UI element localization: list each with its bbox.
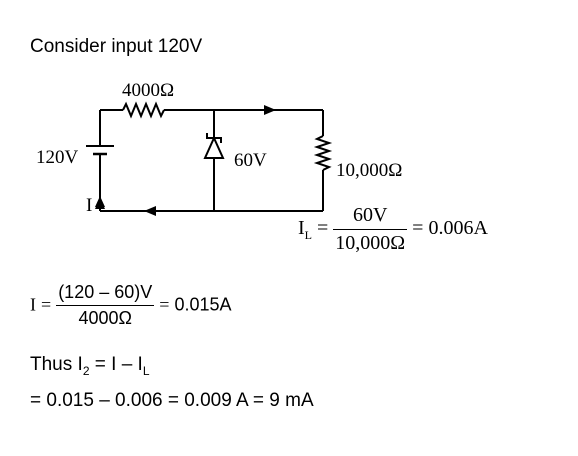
intro-text: Consider input 120V <box>30 36 203 57</box>
current-arrow <box>95 196 105 207</box>
label-4000ohm: 4000Ω <box>122 80 174 101</box>
i-eq1: = <box>41 294 52 315</box>
label-60v: 60V <box>234 150 267 171</box>
thus-line: Thus I2 = I – IL <box>30 354 150 378</box>
final-line: = 0.015 – 0.006 = 0.009 A = 9 mA <box>30 390 314 411</box>
i-numerator: (120 – 60)V <box>58 282 153 302</box>
i-eq2: = <box>159 294 170 315</box>
il-lhs: I <box>298 217 305 240</box>
thus-sub-2: 2 <box>82 363 90 378</box>
label-10000ohm: 10,000Ω <box>336 160 402 181</box>
label-120v: 120V <box>36 147 79 168</box>
il-denominator: 10,000Ω <box>333 229 408 255</box>
arrow-top <box>264 105 276 115</box>
il-eq2: = <box>412 217 424 240</box>
thus-prefix: Thus I <box>30 354 83 375</box>
series-resistor <box>122 101 165 119</box>
load-resistor <box>313 135 333 171</box>
i-equation: I = (120 – 60)V 4000Ω = 0.015A <box>30 282 232 329</box>
il-eq1: = <box>317 217 329 240</box>
i-result: 0.015A <box>174 294 232 315</box>
il-result: 0.006A <box>428 217 488 240</box>
thus-mid: = I – I <box>89 354 143 375</box>
il-fraction: 60V 10,000Ω <box>333 204 408 255</box>
il-lhs-sub: L <box>304 228 313 243</box>
i-denominator: 4000Ω <box>56 305 155 329</box>
thus-sub-l: L <box>142 363 150 378</box>
i-fraction: (120 – 60)V 4000Ω <box>56 282 155 329</box>
il-numerator: 60V <box>353 204 388 226</box>
il-equation: IL = 60V 10,000Ω = 0.006A <box>298 204 488 255</box>
arrow-bottom <box>144 206 156 216</box>
i-lhs: I <box>30 294 36 315</box>
label-current-i: I <box>86 195 92 216</box>
